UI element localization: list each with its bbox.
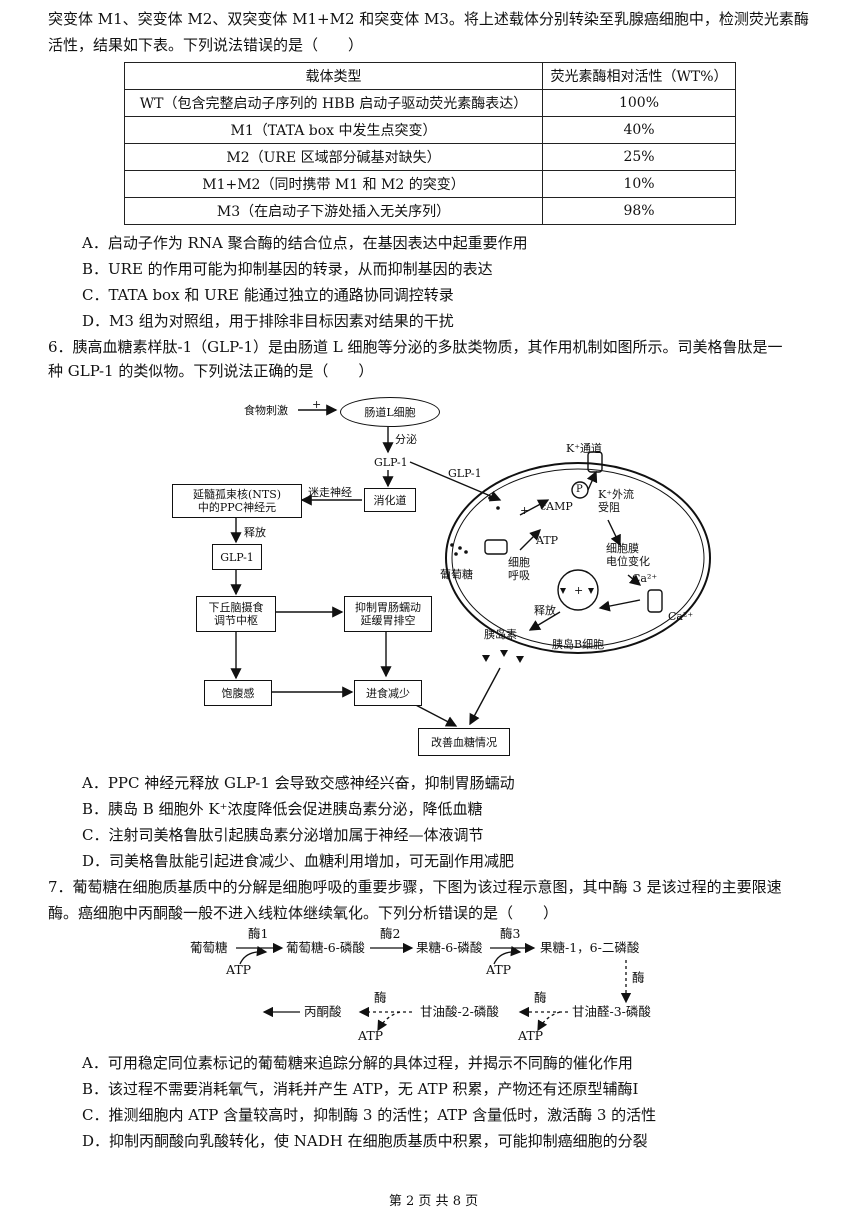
g6p-node: 葡萄糖-6-磷酸 — [286, 940, 365, 955]
table-cell: 100% — [542, 89, 736, 117]
improve-glucose-box: 改善血糖情况 — [418, 728, 510, 756]
plus-sign: + — [312, 398, 322, 411]
intestinal-l-cell: 肠道L细胞 — [340, 397, 440, 427]
q6-stem-line2: 种 GLP-1 的类似物。下列说法正确的是（ ） — [48, 362, 374, 380]
q5-option-b: B．URE 的作用可能为抑制基因的转录，从而抑制基因的表达 — [82, 260, 493, 278]
table-cell: 98% — [542, 197, 736, 225]
q7-stem-line2: 酶。癌细胞中丙酮酸一般不进入线粒体继续氧化。下列分析错误的是（ ） — [48, 904, 559, 922]
enzyme-right-label: 酶 — [632, 970, 645, 985]
q6-option-b: B．胰岛 B 细胞外 K⁺浓度降低会促进胰岛素分泌，降低血糖 — [82, 800, 483, 818]
atp-label-1: ATP — [226, 962, 252, 977]
table-cell: 40% — [542, 116, 736, 144]
digestive-tract-box: 消化道 — [364, 488, 416, 512]
q6-option-c: C．注射司美格鲁肽引起胰岛素分泌增加属于神经—体液调节 — [82, 826, 484, 844]
release-label-2: 释放 — [534, 604, 556, 617]
gap3-node: 甘油醛-3-磷酸 — [572, 1004, 651, 1019]
glp1-label-b: GLP-1 — [448, 467, 482, 480]
q5-option-c: C．TATA box 和 URE 能通过独立的通路协同调控转录 — [82, 286, 454, 304]
nts-ppc-neuron-box: 延髓孤束核(NTS) 中的PPC神经元 — [172, 484, 302, 518]
q7-stem-line1: 7．葡萄糖在细胞质基质中的分解是细胞呼吸的重要步骤，下图为该过程示意图，其中酶 … — [48, 878, 782, 896]
table-row: M2（URE 区域部分碱基对缺失） 25% — [124, 143, 736, 171]
calcium-label-2: Ca²⁺ — [668, 610, 694, 623]
plus-sign-2: + — [520, 504, 530, 517]
table-cell: WT（包含完整启动子序列的 HBB 启动子驱动荧光素酶表达） — [124, 89, 543, 117]
page-footer: 第 2 页 共 8 页 — [388, 1194, 479, 1209]
pg2-node: 甘油酸-2-磷酸 — [420, 1004, 499, 1019]
q5-option-a: A．启动子作为 RNA 聚合酶的结合位点，在基因表达中起重要作用 — [82, 234, 528, 252]
atp-label-2: ATP — [486, 962, 512, 977]
carrier-table: 载体类型 荧光素酶相对活性（WT%） WT（包含完整启动子序列的 HBB 启动子… — [124, 62, 736, 225]
k-channel-label: K⁺通道 — [566, 442, 603, 455]
hypothalamus-box: 下丘脑摄食 调节中枢 — [196, 596, 276, 632]
q6-stem-line1: 6．胰高血糖素样肽-1（GLP-1）是由肠道 L 细胞等分泌的多肽类物质，其作用… — [48, 338, 783, 356]
phosphate-label: P — [576, 484, 583, 495]
release-label-1: 释放 — [244, 526, 266, 539]
glucose-node: 葡萄糖 — [190, 940, 228, 955]
atp-label-3: ATP — [358, 1028, 384, 1043]
table-cell: M3（在启动子下游处插入无关序列） — [124, 197, 543, 225]
glp1-box: GLP-1 — [212, 544, 262, 570]
q6-option-d: D．司美格鲁肽能引起进食减少、血糖利用增加，可无副作用减肥 — [82, 852, 515, 870]
camp-label: cAMP — [540, 500, 573, 513]
q7-option-c: C．推测细胞内 ATP 含量较高时，抑制酶 3 的活性；ATP 含量低时，激活酶… — [82, 1106, 657, 1124]
table-cell: 10% — [542, 170, 736, 198]
enzyme-a-label: 酶 — [374, 990, 387, 1005]
f6p-node: 果糖-6-磷酸 — [416, 940, 483, 955]
atp-label: ATP — [536, 534, 559, 547]
secrete-label: 分泌 — [395, 433, 417, 446]
f16bp-node: 果糖-1，6-二磷酸 — [540, 940, 640, 955]
atp-label-4: ATP — [518, 1028, 544, 1043]
calcium-label-1: Ca²⁺ — [632, 572, 658, 585]
enzyme-2-label: 酶2 — [380, 926, 401, 941]
table-row: M1（TATA box 中发生点突变） 40% — [124, 116, 736, 144]
inhibit-gi-box: 抑制胃肠蠕动 延缓胃排空 — [344, 596, 432, 632]
enzyme-3-label: 酶3 — [500, 926, 521, 941]
table-cell: M1（TATA box 中发生点突变） — [124, 116, 543, 144]
reduced-intake-box: 进食减少 — [354, 680, 422, 706]
glp1-label-a: GLP-1 — [374, 456, 408, 469]
k-efflux-label: K⁺外流 受阻 — [598, 488, 635, 514]
enzyme-1-label: 酶1 — [248, 926, 269, 941]
q7-option-b: B．该过程不需要消耗氧气，消耗并产生 ATP，无 ATP 积累，产物还有还原型辅… — [82, 1080, 639, 1098]
q6-option-a: A．PPC 神经元释放 GLP-1 会导致交感神经兴奋，抑制胃肠蠕动 — [82, 774, 515, 792]
table-cell: 25% — [542, 143, 736, 171]
q5-stem-line1: 突变体 M1、突变体 M2、双突变体 M1+M2 和突变体 M3。将上述载体分别… — [48, 10, 809, 28]
vagus-nerve-label: 迷走神经 — [308, 486, 352, 499]
table-row: WT（包含完整启动子序列的 HBB 启动子驱动荧光素酶表达） 100% — [124, 89, 736, 117]
q5-option-d: D．M3 组为对照组，用于排除非目标因素对结果的干扰 — [82, 312, 454, 330]
plus-sign-3: + — [574, 584, 584, 597]
satiety-box: 饱腹感 — [204, 680, 272, 706]
beta-cell-label: 胰岛B细胞 — [552, 638, 605, 651]
enzyme-b-label: 酶 — [534, 990, 547, 1005]
membrane-potential-label: 细胞膜 电位变化 — [606, 542, 650, 568]
insulin-label: 胰岛素 — [484, 628, 517, 641]
q7-option-d: D．抑制丙酮酸向乳酸转化，使 NADH 在细胞质基质中积累，可能抑制癌细胞的分裂 — [82, 1132, 648, 1150]
q7-option-a: A．可用稳定同位素标记的葡萄糖来追踪分解的具体过程，并揭示不同酶的催化作用 — [82, 1054, 633, 1072]
food-stimulus-label: 食物刺激 — [244, 404, 288, 417]
glucose-label: 葡萄糖 — [440, 568, 473, 581]
table-row: M1+M2（同时携带 M1 和 M2 的突变） 10% — [124, 170, 736, 198]
pyruvate-node: 丙酮酸 — [304, 1004, 342, 1019]
cell-respiration-label: 细胞 呼吸 — [508, 556, 530, 582]
table-row: M3（在启动子下游处插入无关序列） 98% — [124, 197, 736, 225]
q5-stem-line2: 活性，结果如下表。下列说法错误的是（ ） — [48, 36, 364, 54]
table-cell: M2（URE 区域部分碱基对缺失） — [124, 143, 543, 171]
